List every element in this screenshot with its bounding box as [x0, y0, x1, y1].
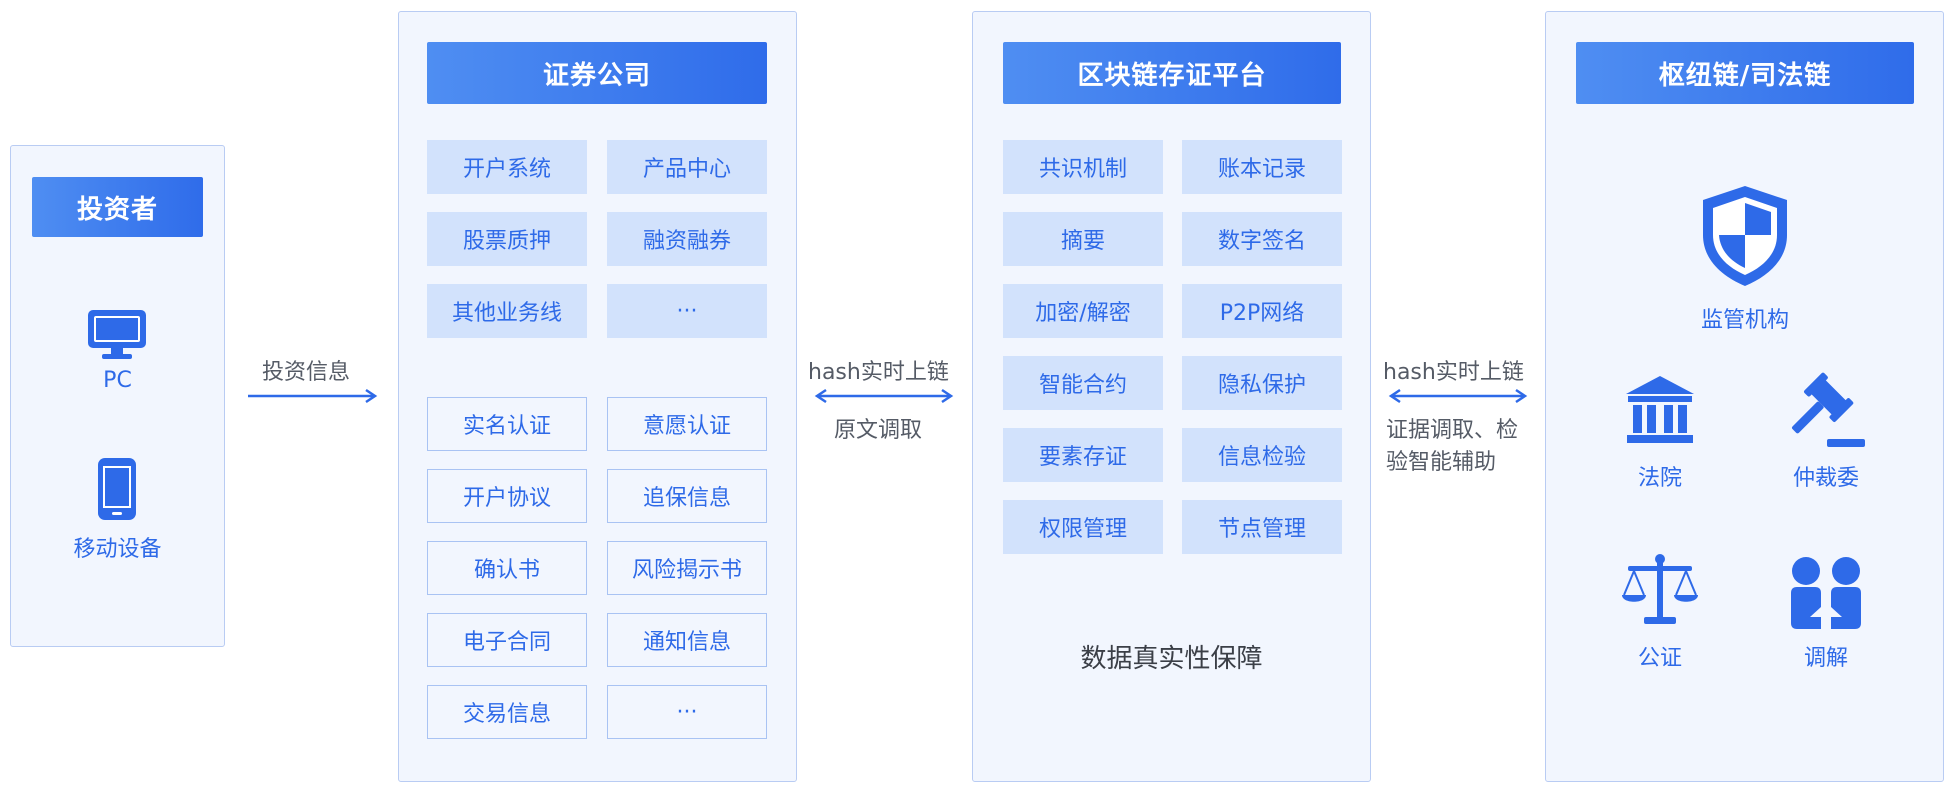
business-system-cell: 股票质押	[427, 212, 587, 266]
document-cell: 追保信息	[607, 469, 767, 523]
device-label-mobile: 移动设备	[73, 537, 162, 562]
device-label-pc: PC	[103, 368, 132, 393]
business-system-cell: ···	[607, 284, 767, 338]
courthouse-icon	[1620, 372, 1700, 448]
court-label: 法院	[1637, 466, 1682, 491]
blockchain-feature-cell: 加密/解密	[1003, 284, 1163, 338]
blockchain-feature-cell: 权限管理	[1003, 500, 1163, 554]
blockchain-feature-cell: 共识机制	[1003, 140, 1163, 194]
double-arrow-icon	[814, 388, 954, 404]
double-arrow-icon	[1388, 388, 1528, 404]
monitor-icon	[82, 306, 152, 362]
document-cell: 确认书	[427, 541, 587, 595]
flow-label-investment-info: 投资信息	[262, 360, 351, 385]
flow-label-evidence-retrieval-2: 验智能辅助	[1386, 450, 1497, 475]
flow-label-evidence-retrieval: 证据调取、检	[1386, 418, 1519, 443]
document-cell: 通知信息	[607, 613, 767, 667]
blockchain-feature-cell: 智能合约	[1003, 356, 1163, 410]
mediation-label: 调解	[1803, 646, 1848, 671]
scales-icon	[1618, 552, 1702, 630]
flow-label-hash-upload: hash实时上链	[808, 360, 949, 385]
blockchain-feature-cell: 节点管理	[1182, 500, 1342, 554]
mediation-people-icon	[1786, 554, 1866, 632]
document-cell: 开户协议	[427, 469, 587, 523]
right-arrow-icon	[248, 388, 378, 404]
business-system-cell: 产品中心	[607, 140, 767, 194]
notary-label: 公证	[1637, 646, 1682, 671]
blockchain-feature-cell: 信息检验	[1182, 428, 1342, 482]
data-authenticity-note: 数据真实性保障	[1080, 644, 1263, 674]
blockchain-feature-cell: P2P网络	[1182, 284, 1342, 338]
blockchain-header: 区块链存证平台	[1003, 42, 1341, 104]
judicial-panel	[1545, 11, 1944, 782]
document-cell: 实名认证	[427, 397, 587, 451]
gavel-icon	[1784, 370, 1868, 450]
document-cell: 电子合同	[427, 613, 587, 667]
blockchain-feature-cell: 数字签名	[1182, 212, 1342, 266]
business-system-cell: 融资融券	[607, 212, 767, 266]
business-system-cell: 其他业务线	[427, 284, 587, 338]
smartphone-icon	[92, 456, 142, 522]
document-cell: 意愿认证	[607, 397, 767, 451]
arbitration-label: 仲裁委	[1792, 466, 1859, 491]
flow-label-hash-upload-2: hash实时上链	[1383, 360, 1524, 385]
shield-icon	[1697, 182, 1793, 290]
supervisor-label: 监管机构	[1700, 308, 1789, 333]
flow-label-original-retrieval: 原文调取	[834, 418, 923, 443]
document-cell: 交易信息	[427, 685, 587, 739]
judicial-header: 枢纽链/司法链	[1576, 42, 1914, 104]
investor-header: 投资者	[32, 177, 203, 237]
document-cell: ···	[607, 685, 767, 739]
blockchain-feature-cell: 摘要	[1003, 212, 1163, 266]
blockchain-feature-cell: 要素存证	[1003, 428, 1163, 482]
securities-header: 证券公司	[427, 42, 767, 104]
business-system-cell: 开户系统	[427, 140, 587, 194]
document-cell: 风险揭示书	[607, 541, 767, 595]
blockchain-feature-cell: 账本记录	[1182, 140, 1342, 194]
blockchain-feature-cell: 隐私保护	[1182, 356, 1342, 410]
